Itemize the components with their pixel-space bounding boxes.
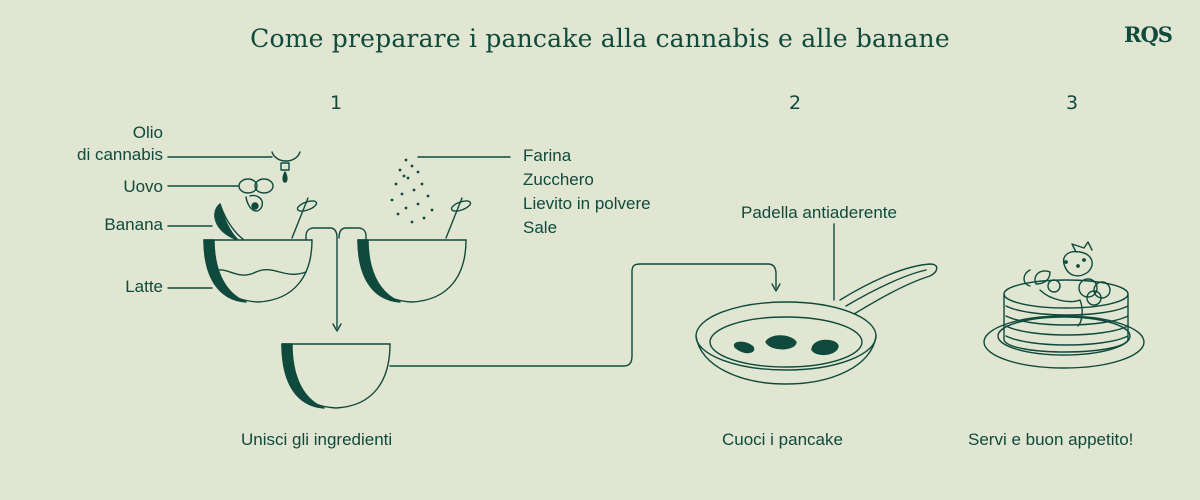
page-title: Come preparare i pancake alla cannabis e… [250, 24, 950, 53]
ingredient-label-salt: Sale [523, 218, 558, 237]
egg-icon [238, 178, 274, 212]
combined-bowl-icon [281, 343, 391, 409]
step-number-1: 1 [330, 92, 343, 114]
step-caption-2: Cuoci i pancake [722, 430, 843, 449]
left-spoon-icon [291, 197, 318, 239]
right-mixing-bowl-icon [357, 239, 467, 303]
ingredient-label-milk: Latte [125, 277, 163, 296]
right-spoon-icon [445, 197, 472, 239]
ingredient-label-oil: Olio di cannabis [76, 123, 163, 164]
pan-label: Padella antiaderente [741, 203, 897, 222]
pancake-stack-icon [983, 241, 1145, 369]
ingredient-label-sugar: Zucchero [523, 170, 594, 189]
frying-pan-icon [695, 263, 938, 385]
ingredient-label-banana: Banana [104, 215, 163, 234]
step-number-2: 2 [789, 92, 802, 114]
ingredient-label-flour: Farina [523, 146, 572, 165]
step-caption-3: Servi e buon appetito! [968, 430, 1134, 449]
ingredient-label-baking-powder: Lievito in polvere [523, 194, 651, 213]
banana-icon [214, 203, 245, 241]
left-mixing-bowl-icon [203, 239, 313, 303]
ingredient-label-egg: Uovo [123, 177, 163, 196]
combine-connector-arrow [305, 227, 367, 332]
to-pan-connector-arrow [389, 263, 781, 367]
step-caption-1: Unisci gli ingredienti [241, 430, 393, 449]
step-number-3: 3 [1066, 92, 1079, 114]
brand-logo: RQS [1124, 22, 1173, 47]
dry-ingredients-sprinkle-icon [390, 158, 434, 224]
oil-dropper-icon [271, 151, 301, 183]
